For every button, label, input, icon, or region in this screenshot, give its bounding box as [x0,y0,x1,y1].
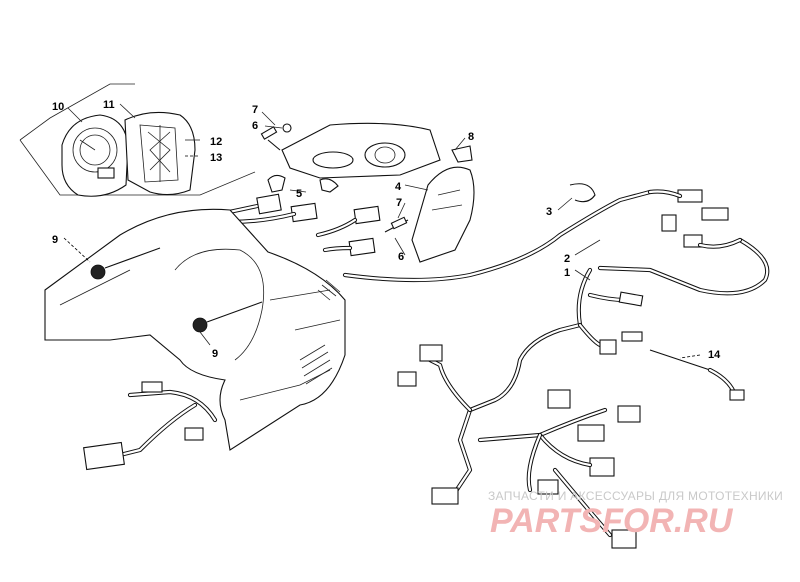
lower-left-wiring [83,381,218,471]
hood-bolt-knob [192,317,208,333]
callout-8: 8 [468,131,474,143]
harness-right [397,267,745,549]
watermark-tagline: ЗАПЧАСТИ И АКСЕССУАРЫ ДЛЯ МОТОТЕХНИКИ [488,489,783,503]
watermark: ЗАПЧАСТИ И АКСЕССУАРЫ ДЛЯ МОТОТЕХНИКИ PA… [488,489,783,540]
callout-11: 11 [103,99,115,111]
callout-1: 1 [564,267,570,279]
gauge-housing [124,111,196,196]
callout-7-upper: 7 [252,104,258,116]
callout-14: 14 [708,349,721,361]
callout-12: 12 [210,136,222,148]
headlight-bracket [281,122,475,263]
hood-console [44,208,346,451]
callout-5: 5 [296,188,302,200]
callout-4: 4 [395,181,402,193]
callout-2: 2 [564,253,570,265]
hood-bolt-knob [90,264,106,280]
leader-lines [63,103,701,359]
callout-3: 3 [546,206,552,218]
callout-13: 13 [210,152,222,164]
callouts: 10 11 12 13 7 6 5 8 4 7 6 9 9 3 2 1 14 [52,99,721,361]
callout-10: 10 [52,101,64,113]
speedometer-gauge [19,83,256,197]
watermark-logo: PARTSFOR.RU [490,502,734,540]
callout-7-lower: 7 [396,197,402,209]
callout-6-lower: 6 [398,251,404,263]
main-harness [342,183,770,296]
upper-screw [260,123,292,151]
callout-9-upper: 9 [52,234,58,246]
grille [299,279,341,385]
mid-connectors [315,205,409,257]
callout-6-upper: 6 [252,120,258,132]
callout-9-lower: 9 [212,348,218,360]
